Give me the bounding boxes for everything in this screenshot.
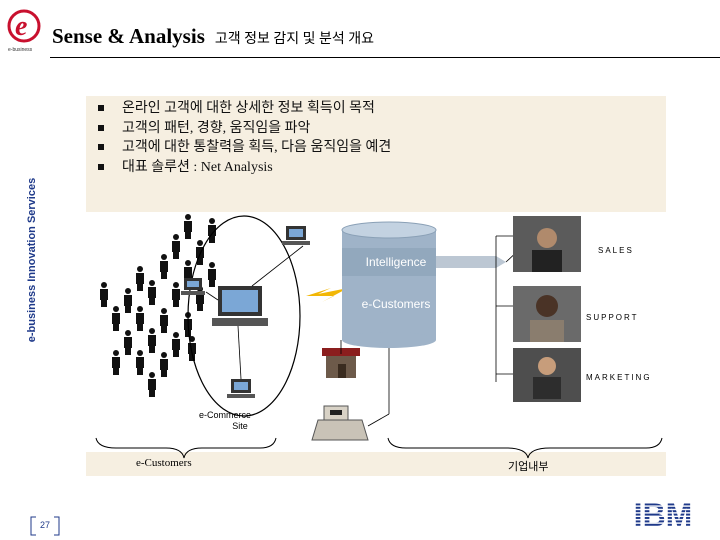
page-number-frame [30,516,60,536]
bullet-text: 고객의 패턴, 경향, 움직임을 파악 [122,120,311,136]
person-icon [160,308,168,333]
bullet-marker [98,124,104,131]
person-icon [100,282,108,307]
person-icon [148,280,156,305]
cylinder-label-intelligence: Intelligence [366,255,427,269]
bullet-item: 온라인 고객에 대한 상세한 정보 획득이 목적 [96,99,391,119]
logo-letter: e [15,11,27,42]
computer-icon-bottom [227,379,255,398]
person-icon [160,352,168,377]
cash-register-icon [311,405,369,441]
role-marketing: MARKETING [586,373,652,382]
ibm-logo: IBM [634,500,693,528]
person-icon [188,336,196,361]
cylinder-label-ecustomers: e-Customers [362,297,431,311]
page-title-sub: 고객 정보 감지 및 분석 개요 [214,32,375,47]
person-icon [172,282,180,307]
bullet-item: 고객에 대한 통찰력을 획득, 다음 움직임을 예견 [96,138,391,158]
ecommerce-label-line2: Site [232,421,248,431]
bullet-text: 고객에 대한 통찰력을 획득, 다음 움직임을 예견 [122,140,392,155]
brace-left-label: e-Customers [136,457,192,469]
person-icon [124,288,132,313]
person-icon [136,266,144,291]
person-icon [136,306,144,331]
brace-left [95,437,277,459]
bullet-item: 대표 솔루션 : Net Analysis [96,158,391,178]
page-title-main: Sense & Analysis [52,24,205,48]
person-icon [112,350,120,375]
bullet-marker [98,105,104,111]
computer-icon-left [181,278,205,295]
e-business-logo: e e-business [7,9,41,53]
bullet-item: 고객의 패턴, 경향, 움직임을 파악 [96,119,391,139]
person-icon [172,234,180,259]
header-divider [50,57,720,58]
logo-caption: e-business [8,47,33,53]
customer-crowd [100,214,216,397]
person-icon [148,372,156,397]
person-icon [124,330,132,355]
customer-intelligence-diagram: Intelligence e-Customers SALES SUPPORT M… [86,212,666,473]
person-icon [208,218,216,243]
bullet-marker [98,144,104,150]
brace-right-label: 기업내부 [508,460,548,473]
bullet-text: 대표 솔루션 : Net Analysis [122,159,273,175]
database-cylinder [341,221,437,348]
arrow-to-roles-icon [436,256,506,268]
bullet-marker [98,163,104,170]
person-icon [196,240,204,265]
page-title: Sense & Analysis 고객 정보 감지 및 분석 개요 [52,24,374,49]
role-support: SUPPORT [586,313,639,322]
lightning-bolt-icon [306,288,348,302]
brace-right [387,437,663,459]
bullet-list: 온라인 고객에 대한 상세한 정보 획득이 목적 고객의 패턴, 경향, 움직임… [96,99,391,177]
person-icon [160,254,168,279]
person-icon [112,306,120,331]
page-number: 27 [39,520,50,530]
person-icon [172,332,180,357]
role-sales: SALES [598,246,634,255]
computer-icon-top [282,226,310,245]
person-icon [184,214,192,239]
person-icon [136,350,144,375]
computer-icon-middle [212,286,268,326]
ibm-logo-text: IBM [634,500,693,528]
person-icon [208,262,216,287]
person-icon [148,328,156,353]
side-label: e-business Innovation Services [26,177,38,343]
ecommerce-label-line1: e-Commerce [199,410,251,420]
network-loop [187,215,301,417]
bullet-text: 온라인 고객에 대한 상세한 정보 획득이 목적 [122,101,375,116]
